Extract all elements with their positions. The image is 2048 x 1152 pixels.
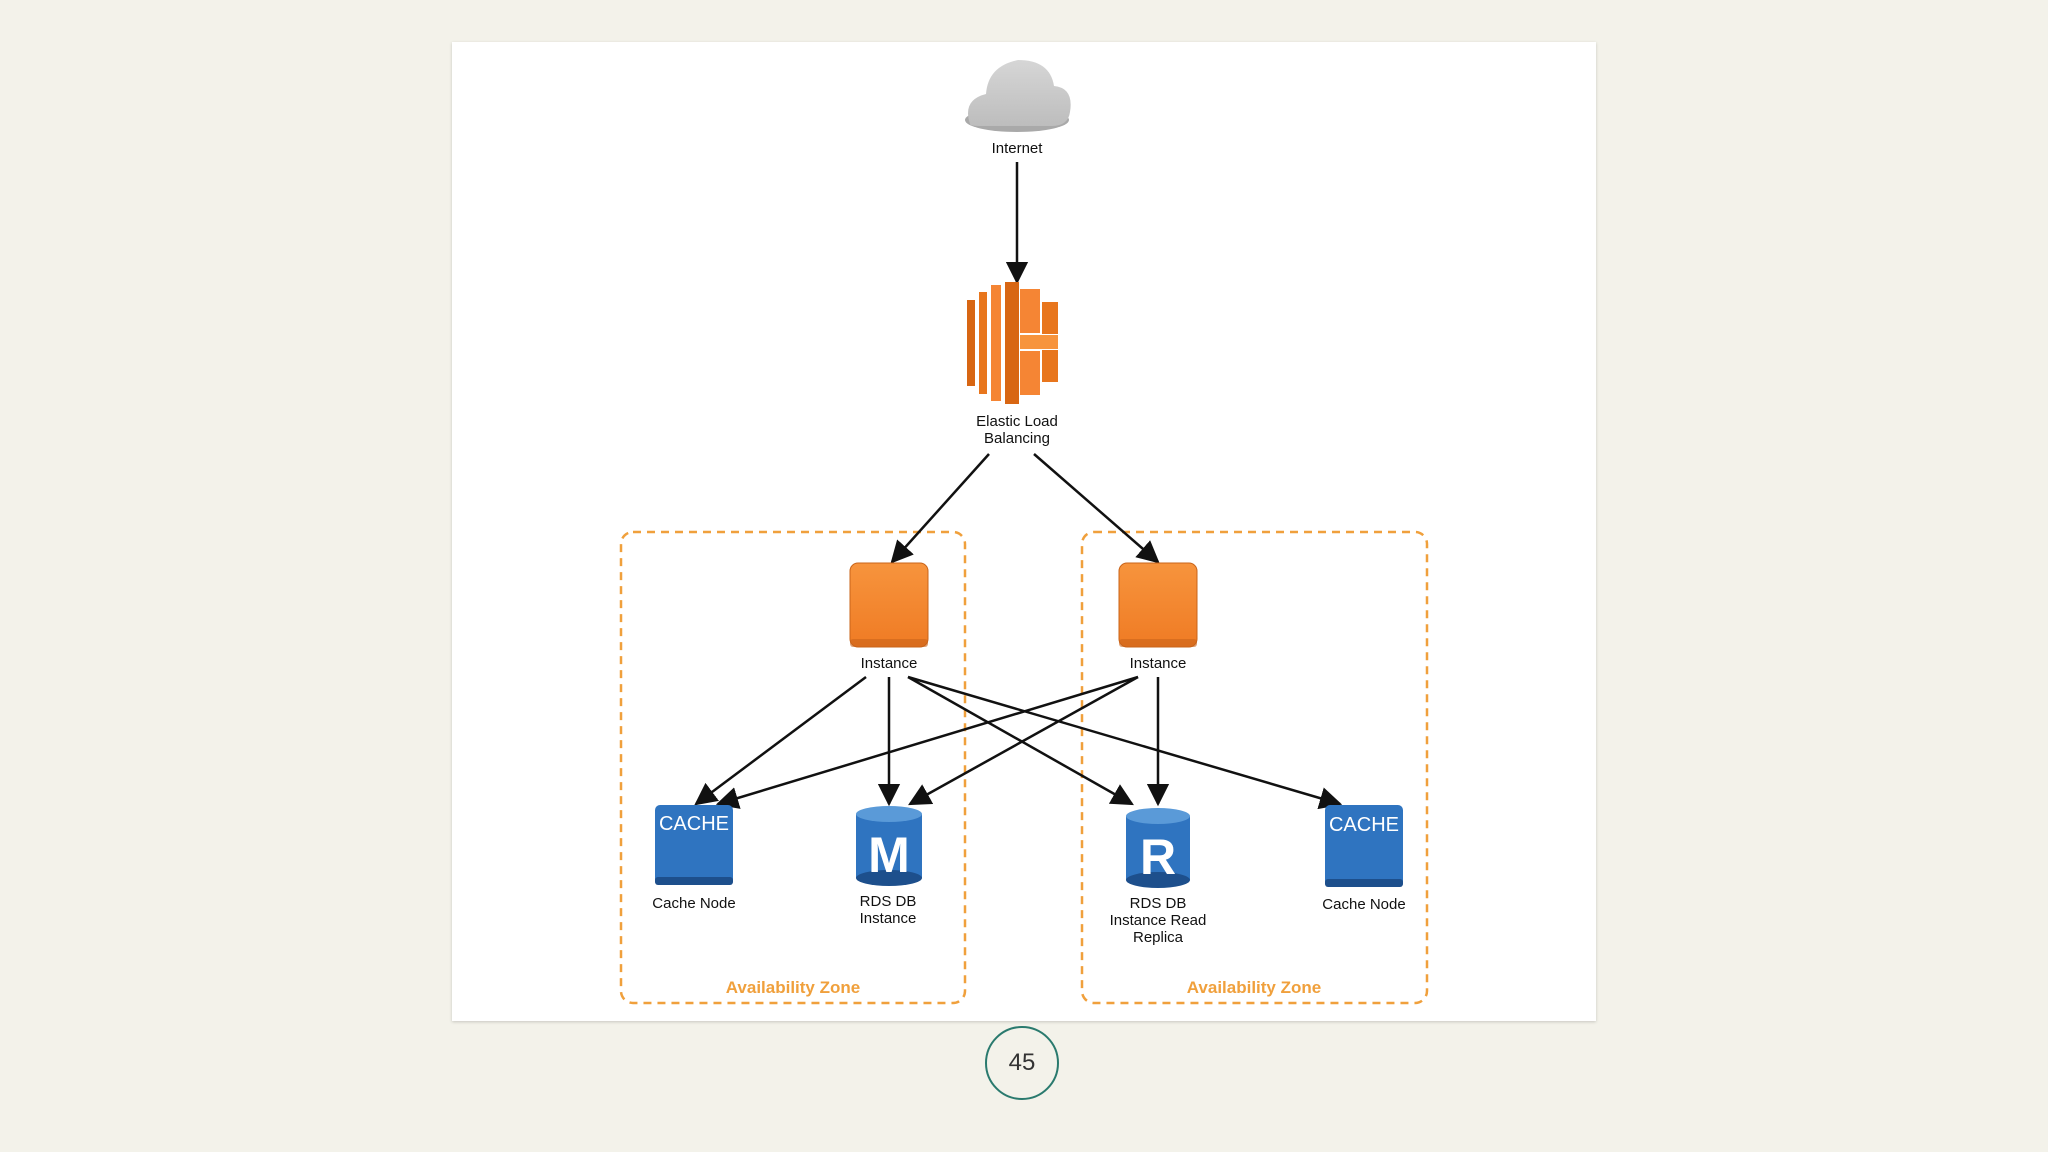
elb-label-line2: Balancing [984, 430, 1050, 447]
cloud-icon [965, 60, 1071, 132]
connection-arrows [694, 162, 1343, 810]
cache-icon-text: CACHE [1329, 814, 1399, 836]
arrow-right-instance-to-rds-master [908, 675, 1139, 806]
cache-icon: CACHE [655, 805, 733, 885]
availability-zone-left: Availability Zone [619, 530, 967, 1005]
rds-replica-label-line2: Instance Read [1110, 912, 1207, 929]
internet-label: Internet [992, 140, 1044, 157]
rds-master-label-line1: RDS DB [860, 893, 917, 910]
az-left-label: Availability Zone [726, 978, 860, 997]
cache-node-left-label: Cache Node [652, 895, 735, 912]
arrow-left-instance-to-cache-right [907, 675, 1343, 810]
elastic-load-balancing-node: Elastic Load Balancing [967, 282, 1058, 447]
rds-replica-label-line3: Replica [1133, 929, 1184, 946]
arrow-right-instance-to-cache-left [715, 675, 1139, 809]
rds-master-letter: M [868, 827, 910, 883]
arrow-left-instance-to-cache-left [694, 675, 867, 806]
arrow-elb-to-instance-left [890, 453, 990, 564]
cache-node-right: CACHE Cache Node [1322, 805, 1406, 913]
rds-master-label-line2: Instance [860, 910, 917, 927]
cache-node-left: CACHE Cache Node [652, 805, 736, 912]
cache-icon: CACHE [1325, 805, 1403, 887]
instance-right: Instance [1118, 562, 1198, 672]
cache-icon-text: CACHE [659, 813, 729, 835]
rds-replica-letter: R [1140, 829, 1176, 885]
slide-card: Availability Zone Availability Zone I [452, 42, 1596, 1021]
ec2-instance-icon [849, 562, 929, 648]
rds-db-instance-read-replica: R RDS DB Instance Read Replica [1110, 808, 1207, 946]
elb-label-line1: Elastic Load [976, 413, 1058, 430]
arrow-left-instance-to-rds-replica [907, 675, 1134, 806]
arrow-elb-to-instance-right [1033, 453, 1160, 564]
page-number-badge: 45 [985, 1026, 1059, 1100]
availability-zone-right: Availability Zone [1080, 530, 1429, 1005]
instance-right-label: Instance [1130, 655, 1187, 672]
rds-replica-label-line1: RDS DB [1130, 895, 1187, 912]
architecture-diagram: Availability Zone Availability Zone I [619, 60, 1429, 1005]
load-balancer-icon [967, 282, 1058, 404]
page-number: 45 [1008, 1049, 1036, 1076]
database-icon: R [1126, 808, 1190, 888]
ec2-instance-icon [1118, 562, 1198, 648]
database-icon: M [856, 806, 922, 886]
internet-node: Internet [965, 60, 1071, 157]
rds-db-instance: M RDS DB Instance [856, 806, 922, 927]
az-right-label: Availability Zone [1187, 978, 1321, 997]
instance-left: Instance [849, 562, 929, 672]
cache-node-right-label: Cache Node [1322, 896, 1405, 913]
instance-left-label: Instance [861, 655, 918, 672]
